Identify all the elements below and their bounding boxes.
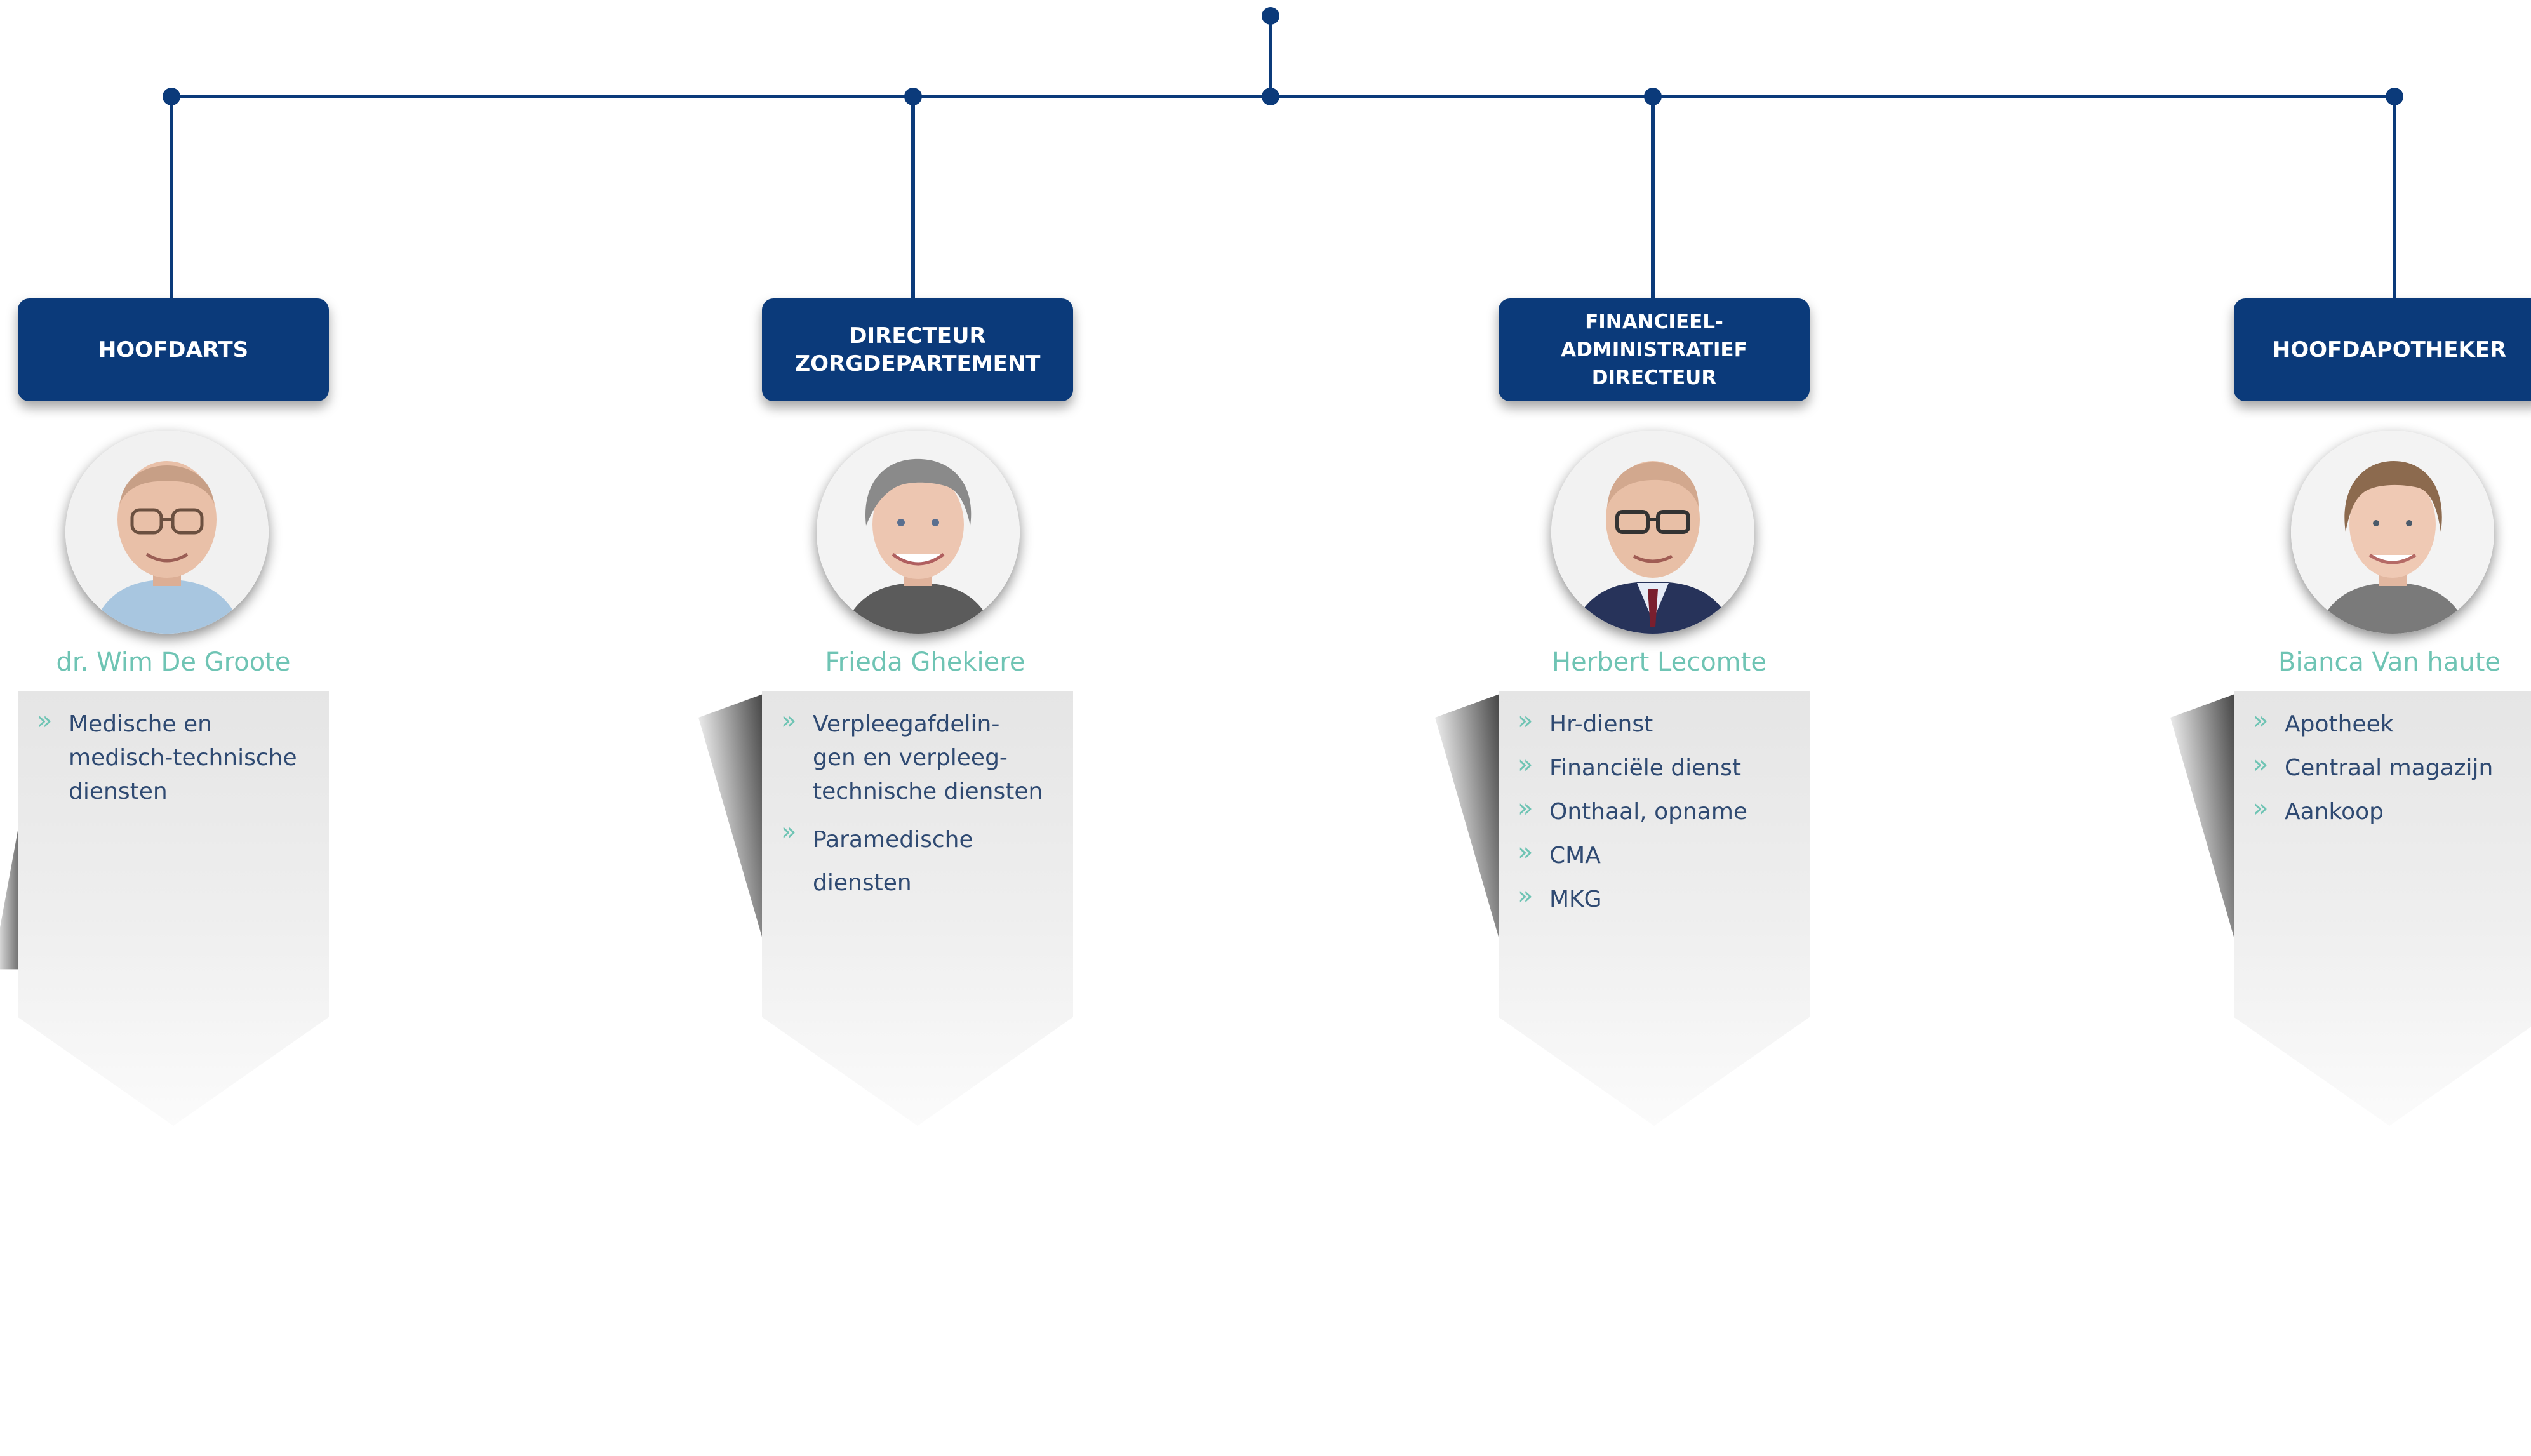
task-item: »CMA [1518, 838, 1601, 869]
chevron-right-icon: » [781, 706, 797, 735]
chevron-right-icon: » [1518, 838, 1533, 867]
portrait-photo [817, 431, 1020, 634]
portrait-photo [2291, 431, 2494, 634]
task-list: »Hr-dienst »Financiële dienst »Onthaal, … [1518, 706, 1801, 926]
chevron-right-icon: » [2253, 706, 2269, 735]
panel-shadow [1435, 692, 1505, 959]
panel-shadow [2170, 692, 2240, 959]
bar-chart-person-icon [1597, 1361, 1711, 1456]
person-name: dr. Wim De Groote [56, 648, 291, 677]
task-item: »Financiële dienst [1518, 750, 1742, 781]
task-item: »Aankoop [2253, 794, 2384, 825]
task-list: »Medische en medisch-technische diensten [37, 706, 320, 818]
department-title-box: HOOFDAPOTHEKER [2234, 298, 2531, 401]
department-title-box: DIRECTEUR ZORGDEPARTEMENT [762, 298, 1073, 401]
chevron-right-icon: » [2253, 794, 2269, 823]
task-item: »Centraal magazijn [2253, 750, 2494, 781]
chevron-right-icon: » [1518, 706, 1533, 735]
person-name: Frieda Ghekiere [825, 648, 1025, 677]
chevron-right-icon: » [2253, 750, 2269, 779]
chevron-right-icon: » [1518, 750, 1533, 779]
chevron-right-icon: » [37, 706, 53, 735]
pill-person-icon [2332, 1361, 2447, 1456]
task-list: »Apotheek »Centraal magazijn »Aankoop [2253, 706, 2531, 839]
task-item: »Apotheek [2253, 706, 2394, 737]
task-list: »Verpleegafdelin- gen en verpleeg- techn… [781, 706, 1064, 915]
portrait-photo [1551, 431, 1754, 634]
task-item: »MKG [1518, 881, 1602, 912]
task-item: »Hr-dienst [1518, 706, 1653, 737]
chevron-right-icon: » [1518, 794, 1533, 823]
department-title: HOOFDARTS [98, 337, 249, 363]
person-name: Herbert Lecomte [1552, 648, 1766, 677]
task-panel: »Apotheek »Centraal magazijn »Aankoop [2234, 691, 2531, 1126]
task-item: »Onthaal, opname [1518, 794, 1748, 825]
care-team-icon [860, 1361, 975, 1456]
person-name: Bianca Van haute [2278, 648, 2501, 677]
department-card-hoofdarts: HOOFDARTS dr. Wim De Groote »Medische en… [0, 298, 329, 1126]
department-card-zorgdepartement: DIRECTEUR ZORGDEPARTEMENT Frieda Ghekier… [698, 298, 1073, 1126]
task-panel: »Hr-dienst »Financiële dienst »Onthaal, … [1499, 691, 1810, 1126]
task-panel: »Medische en medisch-technische diensten [18, 691, 329, 1126]
department-title: HOOFDAPOTHEKER [2272, 337, 2507, 363]
org-connector-lines [163, 7, 2403, 304]
chevron-right-icon: » [781, 817, 797, 846]
department-title: FINANCIEEL-ADMINISTRATIEF DIRECTEUR [1561, 311, 1747, 389]
portrait-photo [65, 431, 269, 634]
department-title: DIRECTEUR ZORGDEPARTEMENT [794, 323, 1041, 377]
task-item: »Medische en medisch-technische diensten [37, 706, 297, 805]
medical-kit-person-icon [116, 1361, 230, 1456]
department-card-hoofdapotheker: HOOFDAPOTHEKER Bianca Van haute »Apothee… [2170, 298, 2531, 1126]
department-title-box: HOOFDARTS [18, 298, 329, 401]
department-card-financieel: FINANCIEEL-ADMINISTRATIEF DIRECTEUR Herb… [1435, 298, 1810, 1126]
department-title-box: FINANCIEEL-ADMINISTRATIEF DIRECTEUR [1499, 298, 1810, 401]
task-item: »Paramedische diensten [781, 817, 973, 896]
chevron-right-icon: » [1518, 881, 1533, 911]
task-item: »Verpleegafdelin- gen en verpleeg- techn… [781, 706, 1043, 805]
task-panel: »Verpleegafdelin- gen en verpleeg- techn… [762, 691, 1073, 1126]
panel-shadow [698, 692, 768, 959]
